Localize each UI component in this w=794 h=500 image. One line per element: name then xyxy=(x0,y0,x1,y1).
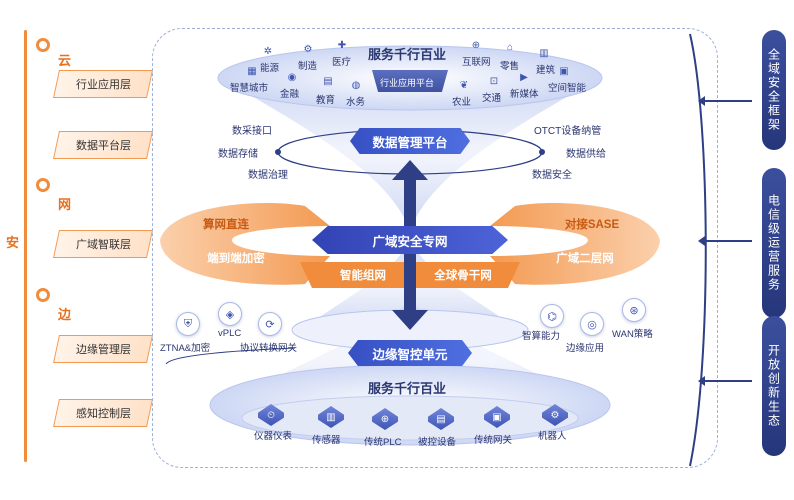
wan-l2-network: 广域二层网 xyxy=(556,253,614,265)
device-robot: 机器人 xyxy=(538,431,567,442)
network-ring-icon xyxy=(36,178,50,192)
industry-transport: 交通 xyxy=(482,93,502,104)
industry-new-media: 新媒体 xyxy=(510,89,539,100)
industry-finance: 金融 xyxy=(280,89,300,100)
device-legacy-gateway: 传统网关 xyxy=(474,435,513,446)
edge-ztna: ZTNA&加密 xyxy=(160,343,211,354)
device-controlled: 被控设备 xyxy=(418,437,457,448)
data-platform-box: 数据管理平台 xyxy=(350,128,470,154)
education-icon: ▤ xyxy=(323,76,333,87)
smart-city-icon: ▦ xyxy=(247,66,257,77)
dp-right-item-1: OTCT设备纳管 xyxy=(534,126,602,137)
architecture-frame xyxy=(152,28,718,468)
sensor-icon: ▥ xyxy=(318,406,344,428)
dp-left-item-1: 数采接口 xyxy=(232,126,272,137)
finance-icon: ◉ xyxy=(287,72,297,83)
wan-e2e-encryption: 端到端加密 xyxy=(207,253,265,265)
pill-open-ecosystem: 开放创新生态 xyxy=(762,316,786,456)
edge-app: 边缘应用 xyxy=(566,343,605,354)
medical-icon: ✚ xyxy=(337,40,347,51)
water-icon: ◍ xyxy=(351,80,361,91)
wan-sase: 对接SASE xyxy=(564,219,620,231)
industry-manufacturing: 制造 xyxy=(298,61,318,72)
spatial-intel-icon: ▣ xyxy=(559,66,569,77)
ai-compute-icon: ⌬ xyxy=(540,304,564,328)
category-cloud: 云 xyxy=(58,53,72,68)
industry-spatial-intel: 空间智能 xyxy=(548,83,587,94)
cloud-ring-icon xyxy=(36,38,50,52)
category-network: 网 xyxy=(58,197,72,212)
device-instrument: 仪器仪表 xyxy=(254,431,293,442)
category-edge: 边 xyxy=(58,307,72,322)
construction-icon: ▥ xyxy=(539,48,549,59)
controlled-device-icon: ▤ xyxy=(428,408,454,430)
wan-center-box: 广域安全专网 xyxy=(312,226,508,254)
industry-medical: 医疗 xyxy=(332,57,352,68)
arrow-to-security-framework xyxy=(698,96,752,106)
wan-compute-direct: 算网直连 xyxy=(203,219,249,231)
industry-platform-badge xyxy=(372,70,448,92)
industry-education: 教育 xyxy=(316,95,336,106)
top-title: 服务千行百业 xyxy=(368,47,447,62)
industry-water: 水务 xyxy=(346,97,366,108)
industry-energy: 能源 xyxy=(260,63,280,74)
wan-smart-networking: 智能组网 xyxy=(340,270,386,282)
edge-vplc: vPLC xyxy=(218,328,242,339)
edge-control-box: 边缘智控单元 xyxy=(348,340,472,366)
dp-right-item-3: 数据安全 xyxy=(532,170,572,181)
pill-security-framework: 全域安全框架 xyxy=(762,30,786,150)
edge-ring-icon xyxy=(36,288,50,302)
instrument-icon: ⏲ xyxy=(258,404,284,426)
edge-ai-compute: 智算能力 xyxy=(522,331,561,342)
device-sensor: 传感器 xyxy=(312,435,341,446)
plc-icon: ⊕ xyxy=(372,408,398,430)
internet-icon: ⊕ xyxy=(471,40,481,51)
new-media-icon: ▶ xyxy=(520,72,528,83)
industry-platform-label: 行业应用平台 xyxy=(380,78,435,88)
dp-right-item-2: 数据供给 xyxy=(566,149,606,160)
industry-retail: 零售 xyxy=(500,61,520,72)
transport-icon: ⊡ xyxy=(489,76,499,87)
industry-construction: 建筑 xyxy=(536,65,556,76)
wan-global-backbone: 全球骨干网 xyxy=(434,270,492,282)
agriculture-icon: ❦ xyxy=(459,80,469,91)
industry-smart-city: 智慧城市 xyxy=(230,83,269,94)
dp-left-item-3: 数据治理 xyxy=(248,170,288,181)
edge-wan-policy: WAN策略 xyxy=(612,329,653,340)
ztna-icon: ⛨ xyxy=(176,312,200,336)
legacy-gateway-icon: ▣ xyxy=(484,406,510,428)
bottom-title: 服务千行百业 xyxy=(368,381,447,396)
robot-icon: ⚙ xyxy=(542,404,568,426)
device-plc: 传统PLC xyxy=(364,437,402,448)
arrow-to-operation-service xyxy=(698,236,752,246)
pill-operation-service: 电信级运营服务 xyxy=(762,168,786,318)
retail-icon: ⌂ xyxy=(506,42,514,53)
protocol-gw-icon: ⟳ xyxy=(258,312,282,336)
edge-protocol-gw: 协议转换网关 xyxy=(240,343,298,354)
industry-internet: 互联网 xyxy=(462,57,491,68)
wan-policy-icon: ⊛ xyxy=(622,298,646,322)
energy-icon: ✲ xyxy=(263,46,273,57)
industry-agriculture: 农业 xyxy=(452,97,472,108)
arrow-to-open-ecosystem xyxy=(698,376,752,386)
manufacturing-icon: ⚙ xyxy=(303,44,313,55)
edge-app-icon: ◎ xyxy=(580,312,604,336)
vplc-icon: ◈ xyxy=(218,302,242,326)
security-label: 安 xyxy=(6,235,20,250)
dp-left-item-2: 数据存储 xyxy=(218,149,258,160)
left-bracket-line xyxy=(24,30,27,462)
